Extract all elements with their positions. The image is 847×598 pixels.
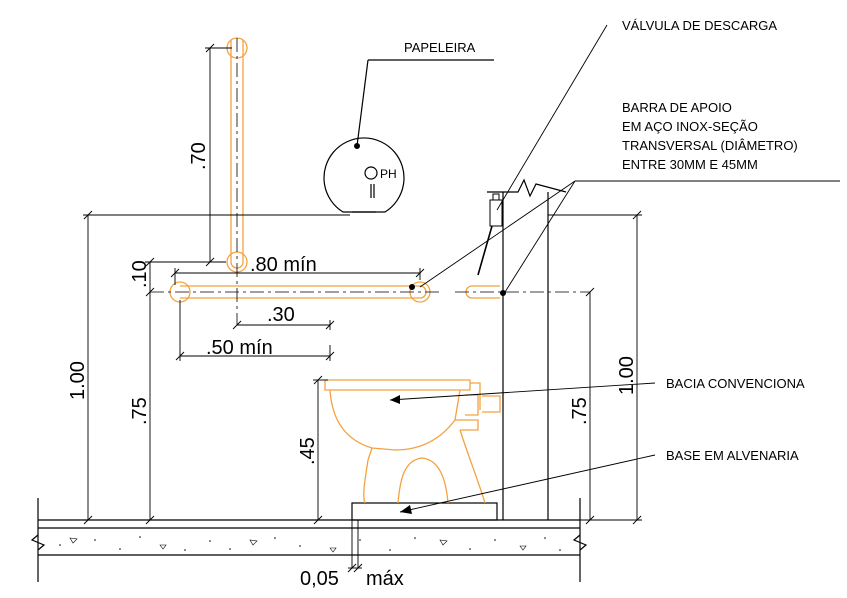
dim-070: .70 (188, 142, 210, 170)
callout-labels: VÁLVULA DE DESCARGA PAPELEIRA BARRA DE A… (380, 18, 805, 463)
label-bacia: BACIA CONVENCIONA (666, 376, 805, 391)
wall (487, 178, 567, 520)
dim-005: 0,05 (300, 568, 339, 590)
label-barra-2: EM AÇO INOX-SEÇÃO (622, 119, 758, 134)
dimension-labels: .70 .80 mín .10 .30 .50 mín 1.00 .75 .45… (67, 142, 638, 590)
label-barra-4: ENTRE 30MM E 45MM (622, 157, 758, 172)
dim-045: .45 (297, 437, 319, 465)
dim-030: .30 (267, 304, 295, 326)
label-barra-3: TRANSVERSAL (DIÂMETRO) (622, 138, 798, 153)
toilet-bowl (324, 379, 501, 504)
label-base: BASE EM ALVENARIA (666, 448, 799, 463)
label-valvula: VÁLVULA DE DESCARGA (622, 18, 777, 33)
dim-080: .80 mín (250, 254, 317, 276)
label-papeleira: PAPELEIRA (404, 40, 476, 55)
dim-100-left: 1.00 (67, 361, 89, 400)
dim-075-right: .75 (569, 397, 591, 425)
dim-050: .50 mín (206, 337, 273, 359)
grab-bar-centerlines (150, 38, 590, 325)
toilet-paper-holder (323, 59, 494, 213)
dim-010: .10 (129, 260, 151, 288)
dimension-lines (83, 43, 642, 573)
label-barra-1: BARRA DE APOIO (622, 100, 732, 115)
leader-lines (389, 24, 840, 514)
dim-075-left: .75 (129, 397, 151, 425)
flush-valve (477, 193, 503, 276)
masonry-base (351, 502, 498, 521)
dim-005-suffix: máx (366, 568, 404, 590)
label-ph: PH (380, 167, 397, 181)
dim-100-right: 1.00 (616, 356, 638, 395)
